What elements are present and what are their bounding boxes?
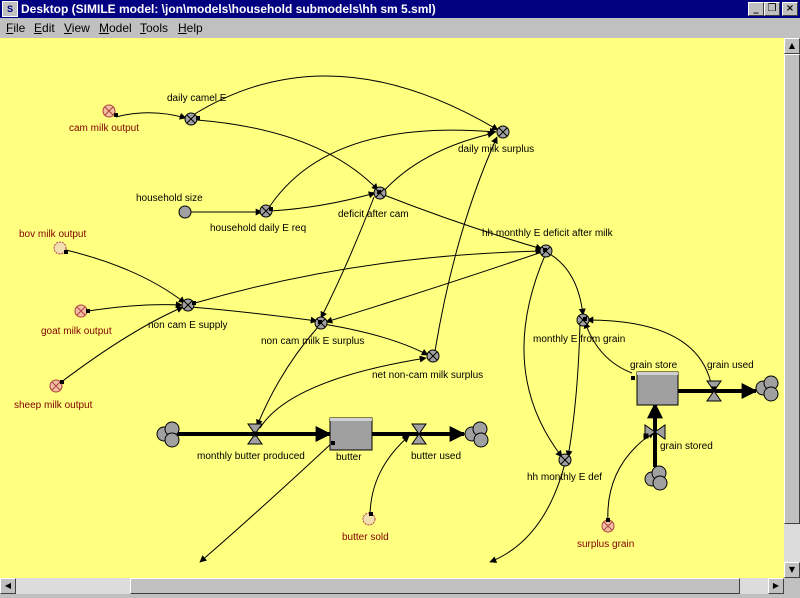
menu-file[interactable]: File — [6, 21, 26, 35]
label-grain-used: grain used — [707, 360, 754, 371]
label-household-size: household size — [136, 193, 203, 204]
node-household-size[interactable] — [178, 205, 192, 219]
node-net-non-cam-milk-surplus[interactable] — [426, 349, 440, 363]
close-button[interactable]: × — [782, 2, 798, 16]
compartment-butter[interactable] — [329, 417, 373, 451]
grain-sink-cloud[interactable] — [755, 375, 779, 402]
label-hh-monthly-E-def: hh monthly E def — [527, 472, 602, 483]
node-hh-monthly-E-deficit-after-milk[interactable] — [539, 244, 553, 258]
label-butter-sold: butter sold — [342, 532, 389, 543]
node-daily-camel-E[interactable] — [184, 112, 200, 126]
node-daily-milk-surplus[interactable] — [496, 125, 510, 139]
vertical-scrollbar[interactable]: ▲ ▼ — [784, 38, 800, 578]
label-goat-milk-output: goat milk output — [41, 326, 112, 337]
menu-help[interactable]: Help — [178, 21, 203, 35]
node-monthly-E-from-grain[interactable] — [576, 313, 590, 327]
window-title: Desktop (SIMILE model: \jon\models\house… — [21, 2, 436, 16]
app-icon[interactable]: S — [2, 1, 18, 17]
grain-source-cloud[interactable] — [644, 465, 668, 491]
label-butter: butter — [336, 452, 362, 463]
node-household-daily-E-req[interactable] — [259, 204, 273, 218]
label-non-cam-milk-E-surplus: non cam milk E surplus — [261, 336, 364, 347]
label-monthly-butter-produced: monthly butter produced — [197, 451, 305, 462]
label-household-daily-E-req: household daily E req — [210, 223, 306, 234]
node-goat-milk-output[interactable] — [74, 304, 90, 318]
menu-bar: File Edit View Model Tools Help — [0, 18, 800, 38]
valve-grain-stored[interactable] — [643, 424, 666, 440]
restore-button[interactable]: ❐ — [764, 2, 780, 16]
title-bar: S Desktop (SIMILE model: \jon\models\hou… — [0, 0, 800, 18]
node-bov-milk-output[interactable] — [53, 241, 68, 255]
valve-grain-used[interactable] — [706, 380, 722, 402]
label-deficit-after-cam: deficit after cam — [338, 209, 409, 220]
label-butter-used: butter used — [411, 451, 461, 462]
node-non-cam-milk-E-surplus[interactable] — [314, 316, 328, 330]
menu-view[interactable]: View — [64, 21, 90, 35]
label-hh-monthly-E-deficit-after-milk: hh monthly E deficit after milk — [482, 228, 614, 239]
model-canvas[interactable]: cam milk output daily camel E daily milk… — [0, 38, 784, 578]
label-bov-milk-output: bov milk output — [19, 229, 86, 240]
minimize-button[interactable]: _ — [748, 2, 764, 16]
node-deficit-after-cam[interactable] — [373, 186, 387, 200]
label-net-non-cam-milk-surplus: net non-cam milk surplus — [372, 370, 483, 381]
menu-model[interactable]: Model — [99, 21, 132, 35]
node-cam-milk-output[interactable] — [102, 104, 118, 118]
label-sheep-milk-output: sheep milk output — [14, 400, 93, 411]
node-butter-sold[interactable] — [362, 512, 376, 526]
label-daily-milk-surplus: daily milk surplus — [458, 144, 534, 155]
label-cam-milk-output: cam milk output — [69, 123, 139, 134]
label-daily-camel-E: daily camel E — [167, 93, 227, 104]
horizontal-scrollbar[interactable]: ◀ ▶ — [0, 578, 784, 594]
compartment-grain-store[interactable] — [631, 371, 679, 406]
window-bottom-edge — [0, 594, 784, 598]
butter-sink-cloud[interactable] — [464, 421, 489, 448]
label-grain-stored: grain stored — [660, 441, 713, 452]
menu-edit[interactable]: Edit — [34, 21, 55, 35]
influence-arcs — [59, 75, 713, 563]
label-surplus-grain: surplus grain — [577, 539, 634, 550]
scrollbar-corner — [784, 578, 800, 598]
model-diagram: cam milk output daily camel E daily milk… — [14, 75, 779, 563]
scroll-right-icon[interactable]: ▶ — [768, 578, 784, 594]
menu-tools[interactable]: Tools — [140, 21, 169, 35]
butter-source-cloud[interactable] — [156, 421, 180, 448]
node-surplus-grain[interactable] — [601, 518, 615, 533]
node-non-cam-E-supply[interactable] — [181, 298, 196, 312]
scroll-up-icon[interactable]: ▲ — [784, 38, 800, 54]
label-grain-store: grain store — [630, 360, 678, 371]
valve-butter-used[interactable] — [402, 423, 427, 445]
horizontal-scroll-thumb[interactable] — [130, 578, 740, 594]
label-monthly-E-from-grain: monthly E from grain — [533, 334, 625, 345]
valve-monthly-butter-produced[interactable] — [247, 423, 263, 445]
node-sheep-milk-output[interactable] — [49, 379, 64, 393]
label-non-cam-E-supply: non cam E supply — [148, 320, 228, 331]
node-hh-monthly-E-def[interactable] — [558, 453, 572, 467]
scroll-down-icon[interactable]: ▼ — [784, 562, 800, 578]
vertical-scroll-thumb[interactable] — [784, 54, 800, 524]
scroll-left-icon[interactable]: ◀ — [0, 578, 16, 594]
